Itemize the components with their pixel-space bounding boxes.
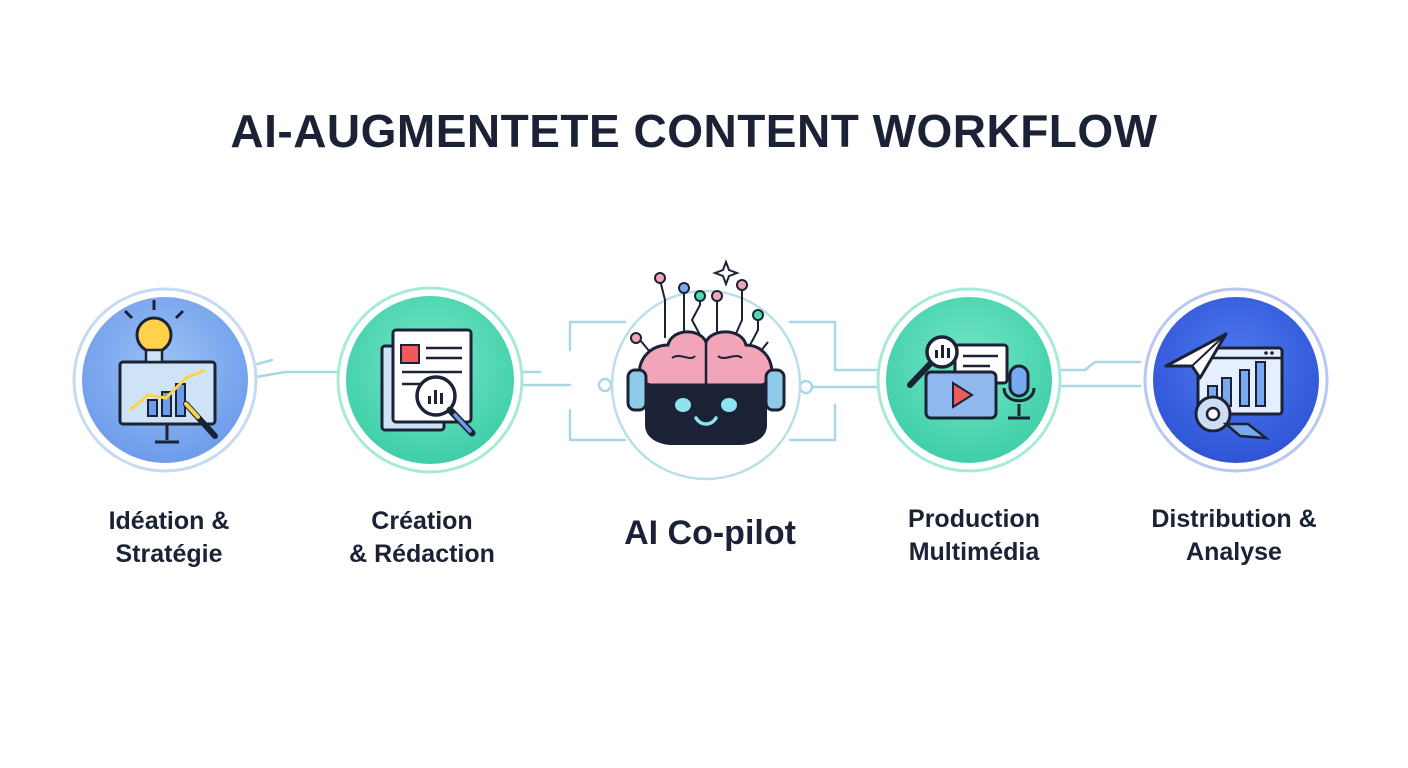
connector-1-2	[248, 370, 347, 380]
step-2-label-line1: Création	[371, 507, 473, 535]
step-1-label-line1: Idéation &	[108, 507, 230, 535]
step-1-label-line2: Stratégie	[115, 540, 223, 568]
paper-plane-analytics-icon	[1164, 332, 1284, 440]
step-4-label-line1: Production	[908, 505, 1040, 533]
ai-brain-robot-icon	[626, 259, 786, 445]
step-5-label: Distribution & Analyse	[1114, 503, 1354, 569]
step-2-label-line2: & Rédaction	[349, 540, 495, 568]
document-magnifier-icon	[380, 328, 476, 437]
step-3-label: AI Co-pilot	[590, 513, 830, 553]
step-4-label-line2: Multimédia	[908, 538, 1040, 566]
step-3-label-line1: AI Co-pilot	[624, 514, 796, 552]
step-4-label: Production Multimédia	[854, 503, 1094, 569]
step-5-label-line2: Analyse	[1186, 538, 1282, 566]
connector-lines	[248, 320, 1142, 442]
connector-4-5	[1046, 360, 1142, 372]
step-1-node	[72, 287, 258, 473]
step-1-label: Idéation & Stratégie	[49, 505, 289, 571]
lightbulb-chart-icon	[118, 300, 218, 444]
step-3-node	[610, 259, 802, 481]
step-2-node	[336, 286, 524, 474]
diagram-title: AI-AUGMENTETE CONTENT WORKFLOW	[230, 105, 1158, 157]
step-4-node	[876, 287, 1062, 473]
connector-3-4	[788, 320, 890, 372]
step-5-node	[1143, 287, 1329, 473]
step-2-label: Création & Rédaction	[302, 505, 542, 571]
step-5-label-line1: Distribution &	[1151, 505, 1317, 533]
media-production-icon	[907, 335, 1036, 420]
